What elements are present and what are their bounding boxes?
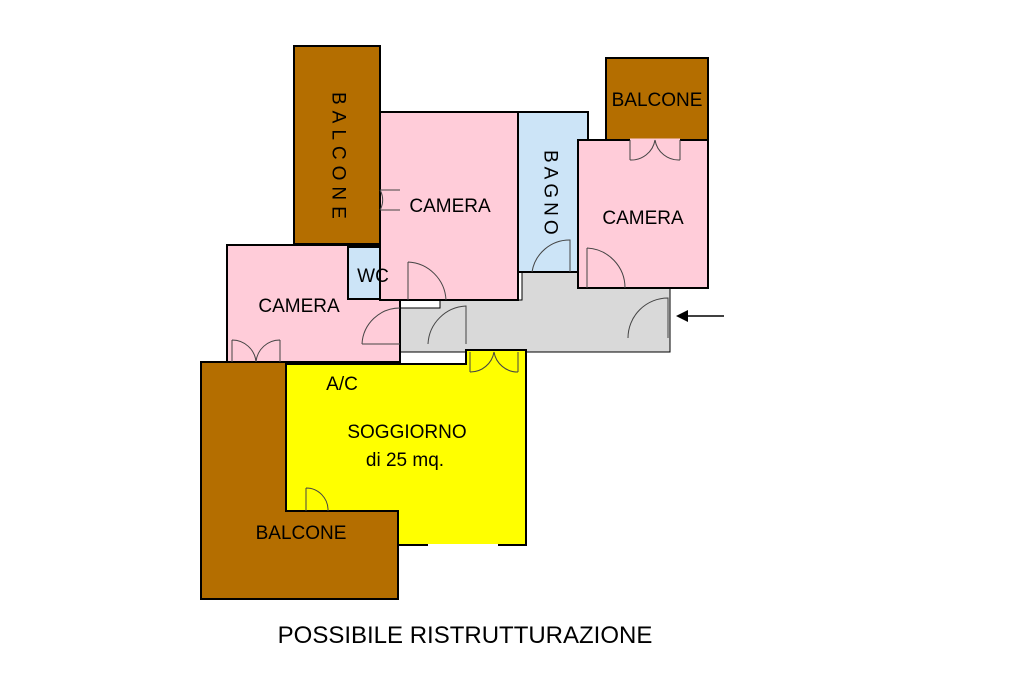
label-soggiorno-area: di 25 mq. — [366, 450, 444, 471]
label-balcone-top-right: BALCONE — [612, 90, 703, 111]
label-bagno: BAGNO — [540, 150, 561, 239]
room-bagno — [517, 111, 589, 273]
plan-caption: POSSIBILE RISTRUTTURAZIONE — [278, 622, 653, 649]
label-soggiorno: SOGGIORNO — [347, 422, 466, 443]
label-balcone-bottom: BALCONE — [256, 523, 347, 544]
balcony-top-left — [293, 45, 381, 245]
label-balcone-top-left: BALCONE — [328, 92, 349, 225]
label-ac: A/C — [326, 374, 358, 395]
arrow-left-icon — [676, 310, 724, 322]
label-camera-center: CAMERA — [409, 196, 491, 217]
label-camera-left: CAMERA — [258, 296, 340, 317]
room-camera-right — [577, 139, 709, 289]
doors — [231, 138, 681, 546]
label-wc: WC — [357, 266, 389, 287]
balcony-top-right — [605, 57, 709, 141]
room-camera-center — [379, 111, 519, 301]
label-camera-right: CAMERA — [602, 208, 684, 229]
